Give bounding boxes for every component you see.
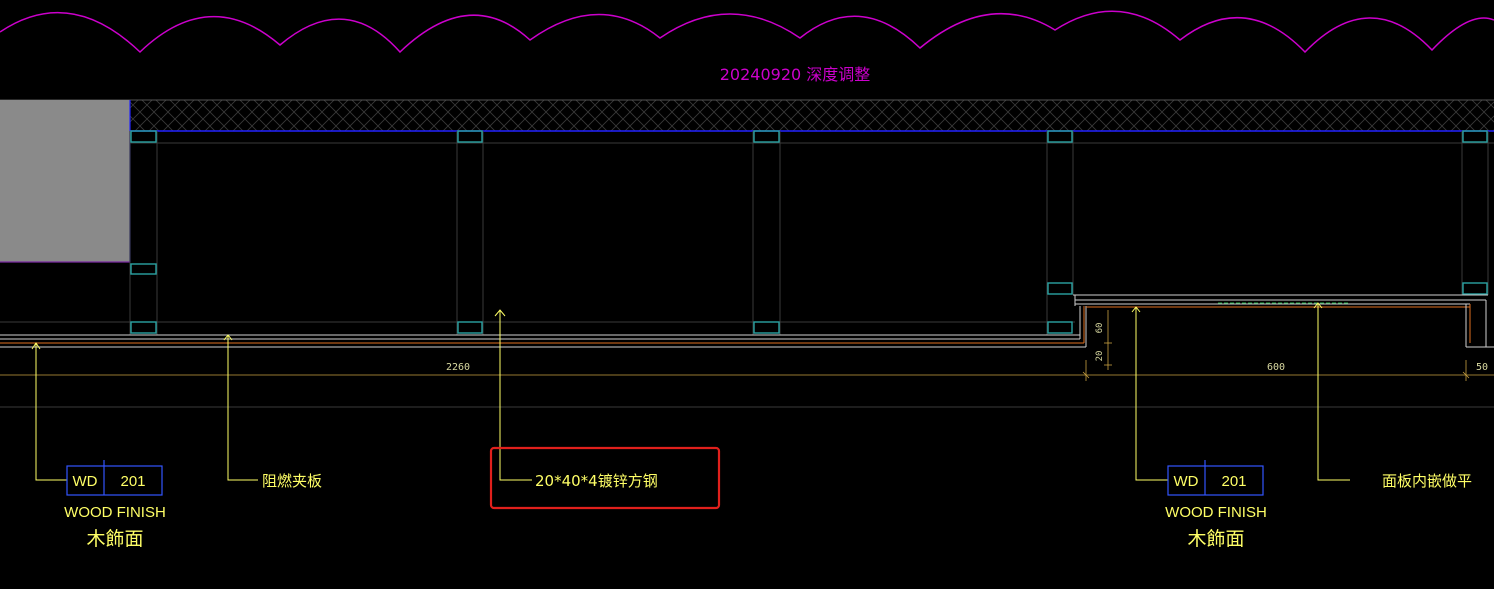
- finish-tag-left-english: WOOD FINISH: [64, 504, 166, 521]
- panel-finish-main: [0, 306, 1087, 348]
- dimension-20: 20: [1095, 351, 1105, 362]
- dimension-lines: [0, 310, 1494, 381]
- finish-tag-right-english: WOOD FINISH: [1165, 504, 1267, 521]
- frame-grid: [0, 131, 1494, 408]
- dimension-60: 60: [1095, 323, 1105, 334]
- dimension-2260: 2260: [446, 362, 470, 373]
- finish-tag-left: WD 201 WOOD FINISH 木飾面: [64, 460, 166, 550]
- revision-cloud: [0, 10, 1494, 54]
- finish-tag-left-code: WD: [73, 473, 98, 490]
- revision-note: 20240920 深度调整: [720, 65, 871, 84]
- callout-fire-board: 阻燃夹板: [262, 472, 322, 490]
- finish-tag-right-number: 201: [1221, 473, 1246, 490]
- finish-tag-right-chinese: 木飾面: [1187, 528, 1244, 550]
- finish-tag-left-chinese: 木飾面: [86, 528, 143, 550]
- dimension-600: 600: [1267, 362, 1285, 373]
- panel-finish-recess: [1073, 294, 1494, 348]
- callout-panel-flush: 面板内嵌做平: [1382, 472, 1472, 490]
- hatched-band: [0, 100, 1494, 131]
- callout-steel-tube: 20*40*4镀锌方钢: [535, 472, 658, 490]
- gray-block: [0, 100, 130, 262]
- finish-tag-right-code: WD: [1174, 473, 1199, 490]
- steel-tube-sections: [130, 130, 1488, 334]
- leader-lines: [31, 302, 1350, 481]
- highlight-box: [489, 446, 721, 510]
- dimension-50: 50: [1476, 362, 1488, 373]
- finish-tag-left-number: 201: [120, 473, 145, 490]
- finish-tag-right: WD 201 WOOD FINISH 木飾面: [1165, 460, 1267, 550]
